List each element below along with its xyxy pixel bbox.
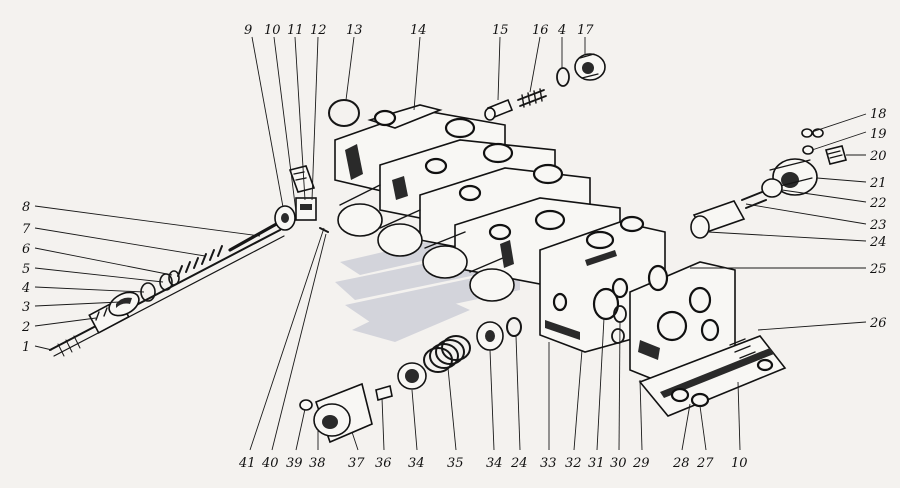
callout-28: 28: [672, 456, 690, 471]
callout-25: 25: [869, 262, 887, 277]
oring-part-24-bottom: [506, 317, 522, 337]
right-relief-valve-parts: [690, 128, 847, 239]
callout-24-right: 24: [869, 235, 887, 250]
callout-23: 23: [869, 218, 887, 233]
cap-part-3: [108, 291, 140, 317]
callout-14: 14: [410, 23, 427, 38]
callout-1: 1: [22, 340, 30, 355]
callout-31: 31: [588, 456, 605, 471]
callout-3: 3: [22, 300, 30, 315]
cap-part-37: [313, 382, 373, 444]
callout-4-top: 4: [557, 23, 566, 38]
gasket-part-28: [729, 338, 756, 359]
ring-part-22: [761, 178, 783, 198]
top-fittings: [484, 53, 606, 121]
callout-17: 17: [577, 23, 594, 38]
callout-20: 20: [869, 149, 887, 164]
callout-15: 15: [492, 23, 509, 38]
callout-38: 38: [309, 456, 326, 471]
pin-part-36: [375, 384, 393, 402]
spring-part-35: [423, 335, 471, 373]
callout-34-left: 34: [408, 456, 425, 471]
bottom-parts: [299, 317, 522, 444]
callout-10-bottom: 10: [731, 456, 748, 471]
base-plate-part-10: [638, 335, 787, 417]
spring-part-23: [741, 191, 767, 209]
spool-ends: [337, 184, 515, 302]
callout-12: 12: [310, 23, 327, 38]
seat-part-19: [802, 145, 814, 155]
callout-7: 7: [22, 222, 31, 237]
oring-part-4-top: [556, 67, 570, 87]
callout-5: 5: [22, 262, 30, 277]
callout-26: 26: [869, 316, 887, 331]
callout-27: 27: [696, 456, 714, 471]
nut-part-17: [574, 53, 606, 81]
callout-33: 33: [540, 456, 557, 471]
callout-39: 39: [286, 456, 303, 471]
washer-part-6: [168, 270, 180, 286]
callout-18: 18: [870, 107, 887, 122]
nut-part-34-right: [476, 321, 504, 351]
spool-shaft-assembly: [49, 165, 329, 357]
callout-11: 11: [287, 23, 304, 38]
callout-35: 35: [447, 456, 464, 471]
callout-19: 19: [870, 127, 887, 142]
valve-body-sections: [334, 104, 666, 353]
callout-9: 9: [244, 23, 252, 38]
callout-37: 37: [348, 456, 365, 471]
callout-10: 10: [264, 23, 281, 38]
end-cover-part-25: [629, 261, 736, 383]
callout-labels: 9 10 11 12 13 14 15 16 4 17 18 19 20 21 …: [21, 23, 887, 471]
callout-41: 41: [238, 456, 256, 471]
oring-part-13: [328, 99, 360, 127]
nut-part-20: [825, 145, 847, 165]
callout-16: 16: [532, 23, 549, 38]
callout-2: 2: [21, 320, 30, 335]
callout-29: 29: [632, 456, 650, 471]
callout-21: 21: [869, 176, 887, 191]
pin-part-41: [319, 227, 329, 233]
callout-4-left: 4: [21, 281, 30, 296]
callout-36: 36: [375, 456, 392, 471]
spring-part-7: [177, 245, 223, 277]
ball-part-18: [801, 128, 813, 138]
sleeve-part-24: [690, 200, 746, 239]
screw-part-39: [299, 399, 313, 411]
rod-part-8: [228, 220, 282, 252]
housing-part-21: [769, 158, 818, 196]
callout-30: 30: [610, 456, 627, 471]
oring-part-29: [611, 328, 625, 344]
cup-part-34-left: [397, 362, 427, 390]
callout-24-bottom: 24: [510, 456, 528, 471]
leader-lines: [34, 36, 867, 451]
callout-22: 22: [869, 196, 887, 211]
callout-6: 6: [22, 242, 30, 257]
callout-8: 8: [22, 200, 30, 215]
callout-34-right: 34: [486, 456, 503, 471]
oring-part-27: [690, 392, 710, 408]
callout-32: 32: [565, 456, 582, 471]
callout-13: 13: [346, 23, 363, 38]
bushing-part-9-12: [274, 165, 317, 231]
callout-40: 40: [261, 456, 279, 471]
